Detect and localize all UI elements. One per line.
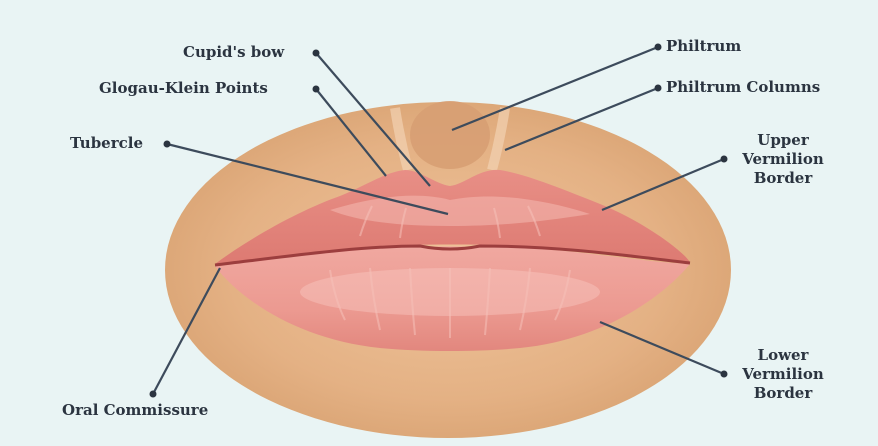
label-lower-vermilion-line-3: Border: [733, 384, 833, 403]
label-upper-vermilion-line-1: Upper: [733, 131, 833, 150]
label-tubercle: Tubercle: [70, 134, 143, 153]
philtrum-groove: [410, 101, 490, 169]
label-philtrum: Philtrum: [666, 37, 741, 56]
label-philtrum-columns: Philtrum Columns: [666, 78, 820, 97]
label-upper-vermilion-line-2: Vermilion: [733, 150, 833, 169]
label-oral-commissure: Oral Commissure: [62, 401, 208, 420]
label-upper-vermilion-line-3: Border: [733, 169, 833, 188]
label-lower-vermilion-border: Lower Vermilion Border: [733, 346, 833, 403]
label-lower-vermilion-line-1: Lower: [733, 346, 833, 365]
label-glogau-klein-points: Glogau-Klein Points: [99, 79, 268, 98]
label-upper-vermilion-border: Upper Vermilion Border: [733, 131, 833, 188]
label-lower-vermilion-line-2: Vermilion: [733, 365, 833, 384]
label-cupids-bow: Cupid's bow: [183, 43, 284, 62]
